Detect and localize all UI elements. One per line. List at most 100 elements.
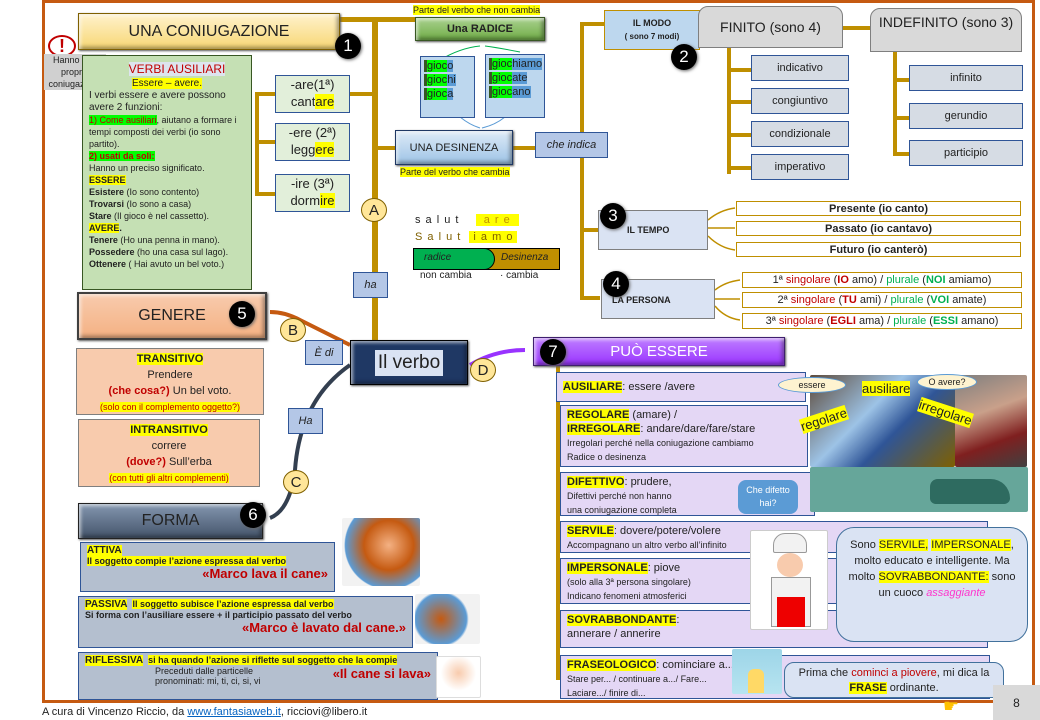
- tempo-item: Presente (io canto): [736, 201, 1021, 216]
- v: : prudere,: [624, 476, 672, 488]
- trunk-line: [372, 20, 378, 345]
- finito-item: congiuntivo: [751, 88, 849, 114]
- k: AUSILIARE: [563, 381, 623, 393]
- verbo-box: Il verbo: [350, 340, 468, 385]
- v: (amare) /: [629, 409, 678, 421]
- letter-b: B: [280, 318, 306, 342]
- item-t: (Io sono contento): [124, 187, 200, 197]
- k: SOVRABBONDANTE: [567, 614, 677, 626]
- v: : essere /avere: [622, 381, 696, 393]
- passiva-desc2: Si forma con l’ausiliare essere + il par…: [85, 610, 352, 620]
- essere-item: Stare (Il gioco è nel cassetto).: [89, 210, 245, 222]
- broken-car-image: [810, 467, 1028, 512]
- word-end: o: [447, 60, 454, 72]
- end: i a m o: [469, 231, 518, 243]
- pp: ESSI: [932, 315, 959, 327]
- dog-bath-image: [436, 656, 481, 698]
- d: , molto educato e intelligente. Ma molto: [848, 539, 1014, 583]
- desinenza-ere: -ere (2ª)leggere: [275, 123, 350, 161]
- che-indica: che indica: [535, 132, 608, 158]
- radice-title: Una RADICE: [415, 17, 545, 41]
- head: -ire (3ª): [290, 176, 335, 191]
- n1: (solo alla 3ª persona singolare): [567, 577, 691, 587]
- persona-item: 3ª singolare (EGLI ama) / plurale (ESSI …: [742, 313, 1022, 329]
- puo-trunk: [556, 366, 560, 676]
- v: : dovere/potere/volere: [613, 525, 721, 537]
- s: singolare: [785, 274, 831, 286]
- i-title: INTRANSITIVO: [130, 424, 208, 436]
- finito-item: indicativo: [751, 55, 849, 81]
- pv: amano): [958, 315, 999, 327]
- indefinito-item: gerundio: [909, 103, 1023, 129]
- stem: s a l u t: [415, 214, 460, 226]
- t-verb: Prendere: [147, 369, 193, 381]
- t-note: (solo con il complemento oggetto?): [99, 402, 241, 412]
- e: SOVRABBONDANTE:: [878, 571, 989, 583]
- radice-right-words: giochiamo giocate giocano: [485, 54, 545, 118]
- chef-speech-bubble: Sono SERVILE, IMPERSONALE, molto educato…: [836, 527, 1028, 642]
- tempo-item: Passato (io cantavo): [736, 221, 1021, 236]
- indefinito-item: infinito: [909, 65, 1023, 91]
- credit-a: A cura di Vincenzo Riccio, da: [42, 706, 188, 718]
- finito-b2: [727, 100, 751, 104]
- essere-item: Trovarsi (Io sono a casa): [89, 198, 245, 210]
- v: :: [676, 614, 680, 626]
- item-t: (Ho una penna in mano).: [117, 235, 220, 245]
- item-b: Esistere: [89, 187, 125, 197]
- persona-item: 1ª singolare (IO amo) / plurale (NOI ami…: [742, 272, 1022, 288]
- b: cominci a piovere: [851, 667, 937, 679]
- head: -are(1ª): [290, 77, 335, 92]
- line-desin-v: [255, 92, 259, 196]
- word-end: ano: [512, 86, 531, 98]
- desinenza-are: -are(1ª)cantare: [275, 75, 350, 113]
- n2: una coniugazione completa: [567, 505, 677, 515]
- c: , mi dica la: [936, 667, 990, 679]
- item-t: ( Hai avuto un bel voto.): [126, 259, 225, 269]
- ha-connector: ha: [353, 272, 388, 298]
- line-desinenza: [375, 146, 400, 150]
- sv: ama) /: [855, 315, 894, 327]
- sv: amo) /: [848, 274, 887, 286]
- stem: legg: [290, 142, 316, 157]
- line-coniug: [340, 17, 420, 22]
- item-b: Possedere: [89, 247, 135, 257]
- finito-b1: [727, 68, 751, 72]
- k2: IRREGOLARE: [567, 423, 641, 435]
- finito-item: imperativo: [751, 154, 849, 180]
- passiva-box: PASSIVA Il soggetto subisce l’azione esp…: [78, 596, 413, 648]
- attiva-ex: «Marco lava il cane»: [202, 566, 328, 581]
- avere-item: Possedere (ho una casa sul lago).: [89, 246, 245, 258]
- n1: annerare / annerire: [567, 628, 661, 640]
- raincoat: [748, 669, 764, 693]
- item-b: Ottenere: [89, 259, 127, 269]
- e: ordinante.: [886, 682, 939, 694]
- item-t: (Io sono a casa): [124, 199, 192, 209]
- pp: VOI: [930, 294, 950, 306]
- word-root: gioc: [424, 60, 448, 72]
- a: Sono: [850, 539, 879, 551]
- f: sono un cuoco: [878, 571, 1016, 599]
- line-persona: [580, 296, 600, 300]
- line-tempo: [580, 228, 598, 232]
- avere-item: Ottenere ( Hai avuto un bel voto.): [89, 258, 245, 270]
- s: singolare: [790, 294, 836, 306]
- n2: Radice o desinenza: [567, 452, 647, 462]
- badge-5: 5: [229, 301, 255, 327]
- footer-link[interactable]: www.fantasiaweb.it: [187, 706, 281, 718]
- e-di-connector: È di: [305, 340, 343, 365]
- ausiliari-box: VERBI AUSILIARI Essere – avere. I verbi …: [82, 55, 252, 290]
- saluto-desinenza: Desinenza: [480, 248, 560, 270]
- sp: TU: [842, 294, 857, 306]
- sp: IO: [837, 274, 849, 286]
- n1: Accompagnano un altro verbo all’infinito: [567, 540, 727, 550]
- riflessiva-desc2: Preceduti dalle particelle: [155, 666, 254, 676]
- badge-4: 4: [603, 271, 629, 297]
- badge-7: 7: [540, 339, 566, 365]
- page-number: 8: [993, 685, 1040, 720]
- word-end: ate: [512, 72, 528, 84]
- n: 1ª: [772, 274, 783, 286]
- ausiliari-sub: Essere – avere.: [131, 78, 203, 89]
- item-b: Trovarsi: [89, 199, 125, 209]
- radice-left-words: gioco giochi gioca: [420, 56, 475, 118]
- pointing-hand-icon[interactable]: ☛: [942, 696, 960, 716]
